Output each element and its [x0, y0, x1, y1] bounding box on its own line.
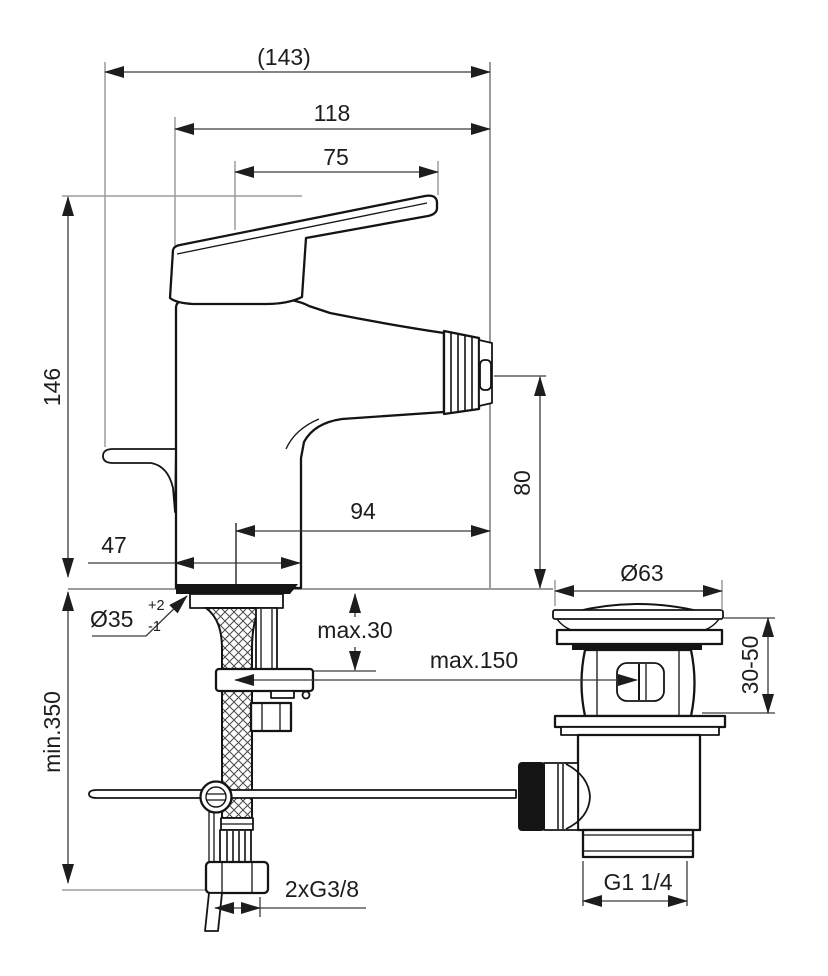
- dim-label-deck-thickness: max.30: [317, 617, 392, 643]
- waste-flange-gasket: [572, 644, 702, 650]
- dim-label-rod-distance: max.150: [430, 647, 518, 673]
- base-seal-gasket: [176, 584, 298, 594]
- aerator-outlet: [479, 359, 492, 391]
- waste-rod-hole: [616, 662, 665, 702]
- washer-tab: [270, 690, 295, 699]
- leader-hole-diameter: [92, 595, 188, 637]
- dim-label-height-above-deck: 146: [39, 368, 65, 406]
- side-port-ring-lines: [557, 764, 564, 829]
- dimensions: (143) 118 75 146 min.350 94 47 80 max.30…: [39, 44, 775, 917]
- side-port-cylinder: [543, 762, 579, 831]
- dim-label-outlet-height: 80: [509, 470, 535, 496]
- knob-outer: [199, 780, 233, 814]
- waste-plug-plate: [552, 609, 724, 620]
- waste-side-port: [518, 762, 591, 831]
- dim-label-hose-thread: 2xG3/8: [285, 876, 359, 902]
- pop-up-waste-assembly: [518, 603, 727, 859]
- waste-lower-flange-step: [560, 726, 720, 736]
- dim-label-clamp-range: 30-50: [737, 636, 763, 695]
- dim-label-spout-reach: 94: [350, 498, 376, 524]
- dim-label-body-depth: 47: [101, 532, 127, 558]
- faucet-back-hook: [102, 448, 177, 513]
- rib-lines: [226, 831, 246, 861]
- threaded-fixing-rod: [255, 607, 278, 671]
- spout-elbow-detail-line: [285, 418, 320, 450]
- waste-lower-body: [576, 733, 702, 832]
- mounting-shank: [189, 593, 284, 609]
- extension-lines: [62, 62, 553, 891]
- aerator-ring-lines: [450, 333, 473, 413]
- faucet-lever-handle: [168, 194, 439, 306]
- outlet-thread-lines: [584, 834, 692, 852]
- aerator-body: [442, 329, 481, 416]
- lever-top-detail-line: [176, 202, 428, 255]
- dim-label-outlet-thread: G1 1/4: [603, 869, 672, 895]
- dim-label-waste-cap-diameter: Ø63: [620, 560, 663, 586]
- faucet-body-spout: [174, 297, 446, 590]
- side-port-bulge: [565, 763, 591, 830]
- mounting-hex-nut: [249, 701, 293, 733]
- dim-label-length-to-outlet: 118: [314, 100, 351, 126]
- dim-label-min-clearance: min.350: [39, 691, 65, 773]
- hose-nut-facet-lines: [221, 863, 253, 892]
- spout-aerator-nozzle: [442, 329, 493, 416]
- hose-ribbed-section: [219, 829, 252, 863]
- faucet: [102, 194, 493, 594]
- knob-inner: [205, 786, 227, 808]
- side-port-black-cap: [518, 762, 545, 831]
- dim-label-hole-tol-upper: +2: [148, 598, 165, 614]
- knob-slot-lines: [206, 793, 226, 801]
- dim-label-overall-length: (143): [257, 44, 311, 70]
- dim-label-hole-tol-lower: -1: [148, 619, 161, 635]
- pull-rod-knob: [199, 780, 233, 814]
- waste-outlet-thread: [581, 828, 695, 859]
- waste-lower-flange: [553, 714, 727, 729]
- washer-drip-detail: [301, 690, 311, 700]
- hose-hex-nut: [204, 860, 270, 895]
- dim-label-hole-diameter: Ø35: [90, 606, 133, 632]
- waste-top-flange: [555, 628, 724, 646]
- mounting-nut-facet-lines: [261, 704, 281, 730]
- hose-outlet-tube: [204, 892, 223, 932]
- fixing-rod-thread-lines: [260, 609, 273, 669]
- dim-label-handle-length: 75: [323, 144, 349, 170]
- pop-up-rod-horizontal: [88, 789, 517, 799]
